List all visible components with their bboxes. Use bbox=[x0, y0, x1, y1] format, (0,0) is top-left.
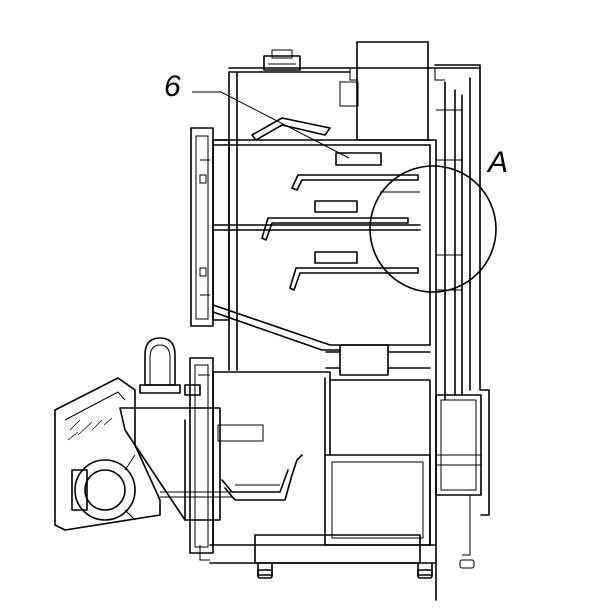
flue-outlet bbox=[339, 41, 429, 141]
outer-casing bbox=[228, 64, 481, 391]
detail-circle-a bbox=[369, 165, 497, 293]
turbulator-shelves bbox=[261, 174, 420, 291]
baffle-plate-6 bbox=[251, 117, 382, 166]
callout-label-a: A bbox=[488, 146, 509, 179]
burner-grate bbox=[160, 424, 303, 501]
heat-exchanger-chamber bbox=[212, 139, 431, 351]
connector-pipe bbox=[325, 344, 431, 376]
lower-door bbox=[189, 357, 214, 554]
leader-line-6 bbox=[192, 91, 350, 159]
feeder-chute bbox=[119, 407, 221, 521]
right-water-jacket bbox=[427, 81, 463, 601]
feeder-housing bbox=[54, 377, 161, 531]
top-handle bbox=[260, 49, 301, 73]
combustion-chamber bbox=[209, 371, 437, 546]
callout-label-6: 6 bbox=[164, 70, 181, 103]
upper-door bbox=[190, 127, 230, 327]
fan-dome bbox=[139, 337, 201, 396]
feet bbox=[257, 559, 475, 579]
lower-side-box bbox=[435, 389, 490, 556]
base bbox=[199, 534, 437, 576]
feeder-motor bbox=[71, 454, 136, 521]
